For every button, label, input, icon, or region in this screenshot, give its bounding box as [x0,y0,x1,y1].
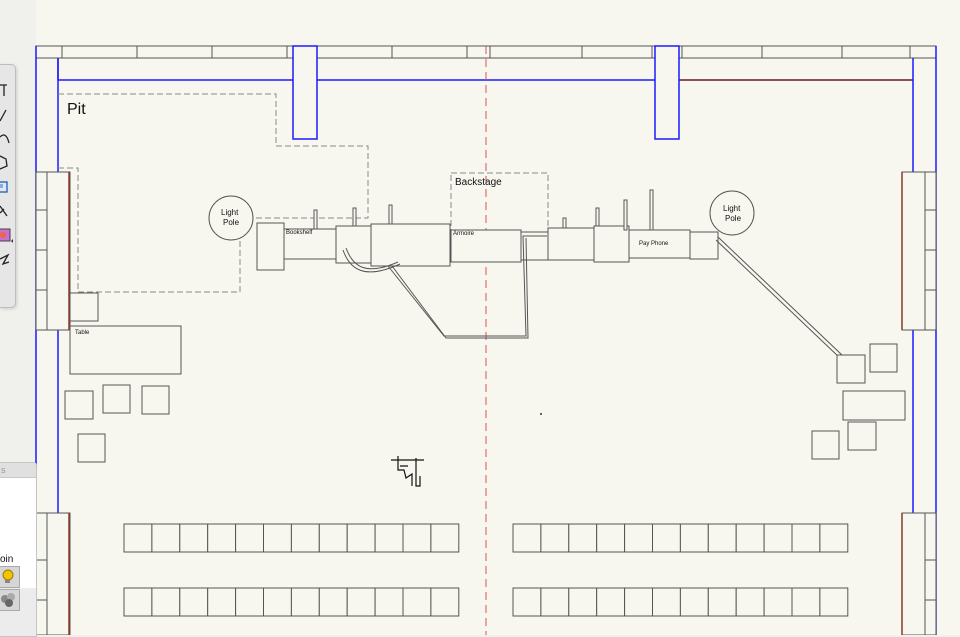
chair[interactable] [624,587,653,617]
arc-tool-icon[interactable] [0,127,14,149]
chair[interactable] [151,523,181,553]
light-pole-left[interactable] [208,195,254,241]
chair[interactable] [346,587,376,617]
chair[interactable] [151,587,181,617]
actor-symbol[interactable] [391,456,424,487]
tool-palette [0,64,16,308]
texture-spheres-icon[interactable] [0,589,20,611]
left-props[interactable] [64,292,182,463]
chair[interactable] [123,587,153,617]
rectangle-tool-icon[interactable] [0,175,14,197]
chair[interactable] [374,523,404,553]
pin-label: oin [0,554,14,565]
text-tool-icon[interactable] [0,79,14,101]
chair[interactable] [791,523,821,553]
undo-tool-icon[interactable] [0,247,14,269]
left-wall [35,46,71,635]
cross-tool-icon[interactable] [0,199,14,221]
right-props[interactable] [811,343,906,460]
light-pole-right-label-1: Light [723,204,741,213]
set-pieces[interactable] [256,222,719,271]
line-tool-icon[interactable] [0,103,14,125]
chair[interactable] [596,587,626,617]
chair[interactable] [624,523,653,553]
chair[interactable] [235,587,265,617]
chair[interactable] [179,523,209,553]
chair[interactable] [207,523,237,553]
chair[interactable] [819,587,849,617]
light-pole-right[interactable] [709,190,755,236]
chair[interactable] [235,523,265,553]
light-pole-left-label-2: Pole [223,218,240,227]
chair[interactable] [679,587,709,617]
chair[interactable] [402,523,432,553]
chair[interactable] [512,587,542,617]
chair[interactable] [568,523,598,553]
chair[interactable] [763,523,793,553]
chair[interactable] [430,587,460,617]
light-pole-right-label-2: Pole [725,214,742,223]
chair[interactable] [290,587,320,617]
chair[interactable] [735,587,765,617]
light-pole-left-label-1: Light [221,208,239,217]
light-bulb-icon[interactable] [0,566,20,588]
bookshelf-label: Bookshelf [286,230,313,236]
chair[interactable] [290,523,320,553]
paint-tool-icon[interactable] [0,223,14,245]
chair[interactable] [402,587,432,617]
chair[interactable] [652,587,681,617]
pit-outline [58,93,369,293]
chair[interactable] [318,523,348,553]
chair[interactable] [735,523,765,553]
chair[interactable] [123,523,153,553]
pit-label: Pit [67,101,86,118]
chair[interactable] [346,523,376,553]
chair[interactable] [263,523,292,553]
chair[interactable] [596,523,626,553]
flat-sticks [313,189,654,231]
chair[interactable] [374,587,404,617]
chair[interactable] [819,523,849,553]
origin-dot [540,413,542,415]
chair[interactable] [540,523,570,553]
armoire-label: Armoire [453,231,475,237]
ramp-lines [342,235,843,359]
chair[interactable] [568,587,598,617]
backstage-outline [450,172,549,234]
chair[interactable] [430,523,460,553]
chair[interactable] [540,587,570,617]
polygon-tool-icon[interactable] [0,151,14,173]
seating-rows[interactable] [123,523,849,617]
chair[interactable] [263,587,292,617]
right-wall [901,46,937,635]
chair[interactable] [791,587,821,617]
backstage-label: Backstage [455,177,502,188]
chair[interactable] [763,587,793,617]
attributes-palette-header: s [0,463,36,478]
chair[interactable] [707,587,737,617]
chair[interactable] [652,523,681,553]
chair[interactable] [512,523,542,553]
chair[interactable] [318,587,348,617]
chair[interactable] [679,523,709,553]
pay-phone-label: Pay Phone [639,241,669,247]
chair[interactable] [707,523,737,553]
chair[interactable] [207,587,237,617]
table-label: Table [75,330,90,336]
chair[interactable] [179,587,209,617]
